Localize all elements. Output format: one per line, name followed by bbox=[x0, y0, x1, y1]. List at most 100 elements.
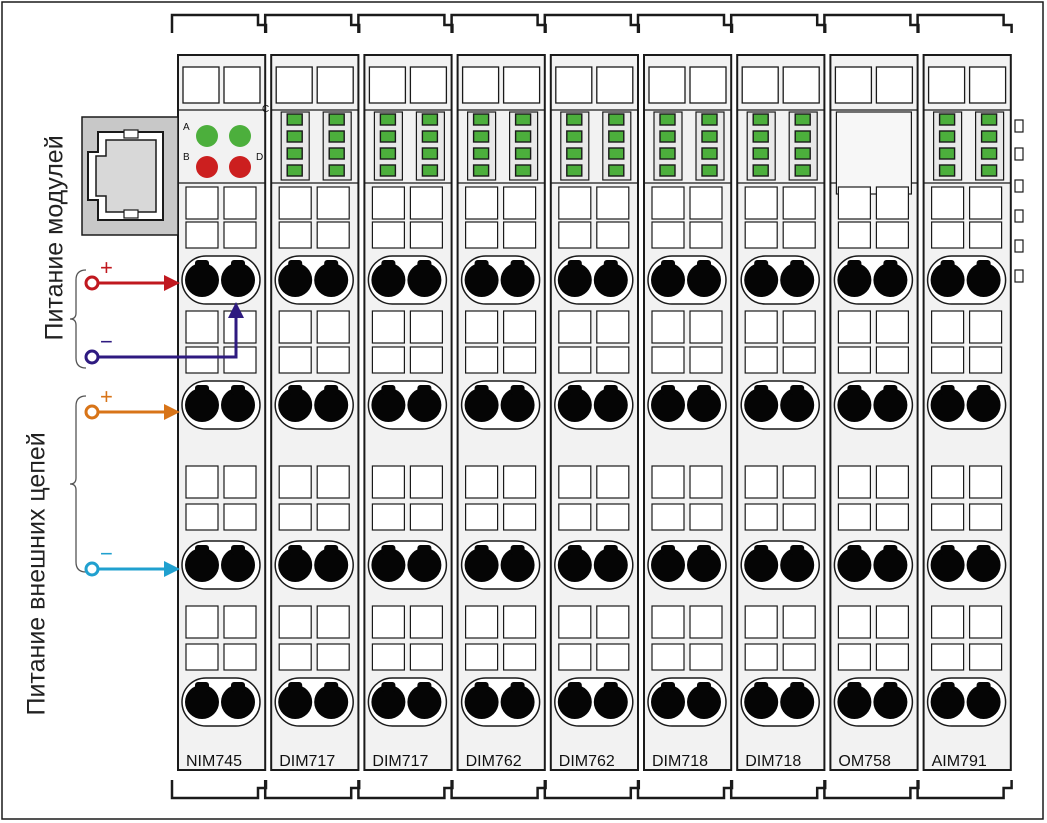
status-led bbox=[328, 113, 345, 126]
terminal-slot bbox=[883, 260, 898, 270]
status-led bbox=[980, 130, 998, 143]
terminal-slot bbox=[381, 682, 396, 692]
ethernet-connector bbox=[81, 116, 179, 236]
side-tab bbox=[1014, 239, 1024, 253]
status-led bbox=[421, 147, 439, 160]
spring-release bbox=[409, 186, 443, 220]
side-tab bbox=[1014, 269, 1024, 283]
side-tab bbox=[1014, 119, 1024, 133]
terminal-slot bbox=[697, 385, 711, 395]
terminal-slot bbox=[754, 682, 769, 692]
terminal-slot bbox=[697, 260, 711, 270]
terminal-hole bbox=[464, 388, 499, 422]
terminal-hole bbox=[407, 263, 442, 297]
status-led bbox=[701, 147, 718, 160]
spring-release bbox=[968, 503, 1003, 531]
spring-release bbox=[223, 643, 257, 671]
terminal-slot bbox=[288, 682, 303, 692]
terminal-hole bbox=[185, 388, 219, 422]
spring-release bbox=[596, 643, 630, 671]
terminal-hole bbox=[593, 388, 628, 422]
terminal-hole bbox=[780, 263, 815, 297]
terminal-hole bbox=[651, 263, 685, 297]
led-c bbox=[229, 125, 251, 147]
status-led bbox=[608, 113, 625, 126]
status-led bbox=[379, 147, 397, 160]
spring-release bbox=[744, 503, 778, 531]
status-led bbox=[701, 164, 718, 177]
marker-slot bbox=[834, 66, 873, 104]
terminal-slot bbox=[603, 260, 618, 270]
spring-release bbox=[278, 643, 312, 671]
terminal-hole bbox=[221, 548, 255, 582]
terminal-hole bbox=[278, 685, 313, 719]
module-dim718-5: DIM718 bbox=[636, 13, 734, 800]
spring-release bbox=[744, 186, 778, 220]
terminal-hole bbox=[185, 685, 219, 719]
spring-release bbox=[596, 310, 630, 344]
terminal-slot bbox=[790, 682, 805, 692]
terminal-hole bbox=[744, 685, 779, 719]
terminal-slot bbox=[697, 545, 711, 555]
terminal-slot bbox=[661, 682, 675, 692]
module-aim791-8: AIM791 bbox=[916, 13, 1013, 800]
spring-release bbox=[223, 346, 257, 374]
status-led bbox=[421, 164, 439, 177]
terminal-slot bbox=[474, 260, 489, 270]
bottom-latch bbox=[636, 780, 734, 800]
module-power-brace bbox=[69, 269, 87, 369]
spring-release bbox=[596, 221, 630, 249]
status-led bbox=[794, 113, 811, 126]
spring-release bbox=[185, 221, 219, 249]
status-led bbox=[752, 130, 769, 143]
spring-release bbox=[185, 186, 219, 220]
spring-release bbox=[968, 465, 1003, 499]
spring-release bbox=[875, 186, 910, 220]
terminal-slot bbox=[976, 260, 991, 270]
status-led bbox=[938, 113, 956, 126]
marker-slot bbox=[968, 66, 1007, 104]
status-led bbox=[980, 113, 998, 126]
status-led bbox=[659, 130, 676, 143]
terminal-hole bbox=[744, 263, 779, 297]
terminal-hole bbox=[185, 263, 219, 297]
wire-polarity: + bbox=[100, 384, 113, 409]
terminal-hole bbox=[687, 548, 721, 582]
terminal-slot bbox=[195, 260, 209, 270]
spring-release bbox=[875, 643, 910, 671]
terminal-hole bbox=[873, 685, 908, 719]
spring-release bbox=[930, 465, 965, 499]
spring-release bbox=[782, 643, 816, 671]
marker-slot bbox=[461, 66, 500, 104]
status-led bbox=[514, 113, 532, 126]
field-power-brace bbox=[69, 395, 87, 573]
spring-release bbox=[930, 186, 965, 220]
wire-arrowhead bbox=[164, 404, 180, 420]
module-nim745-0: NIM745 bbox=[170, 13, 268, 800]
terminal-slot bbox=[195, 385, 209, 395]
terminal-slot bbox=[231, 545, 245, 555]
spring-release bbox=[503, 643, 537, 671]
terminal-slot bbox=[603, 545, 618, 555]
module-om758-7: OM758 bbox=[823, 13, 920, 800]
terminal-hole bbox=[314, 263, 349, 297]
terminal-slot bbox=[567, 260, 582, 270]
head-mark: C bbox=[262, 104, 269, 115]
top-latch bbox=[543, 13, 641, 33]
terminal-slot bbox=[976, 545, 991, 555]
spring-release bbox=[837, 605, 872, 639]
spring-release bbox=[968, 221, 1003, 249]
terminal-slot bbox=[288, 385, 303, 395]
spring-release bbox=[371, 186, 405, 220]
terminal-hole bbox=[687, 263, 721, 297]
spring-release bbox=[316, 605, 350, 639]
terminal-hole bbox=[557, 263, 592, 297]
terminal-hole bbox=[966, 263, 1001, 297]
terminal-hole bbox=[593, 548, 628, 582]
status-led bbox=[421, 130, 439, 143]
terminal-slot bbox=[661, 260, 675, 270]
status-led bbox=[566, 113, 583, 126]
spring-release bbox=[278, 186, 312, 220]
spring-release bbox=[782, 310, 816, 344]
terminal-hole bbox=[837, 263, 872, 297]
